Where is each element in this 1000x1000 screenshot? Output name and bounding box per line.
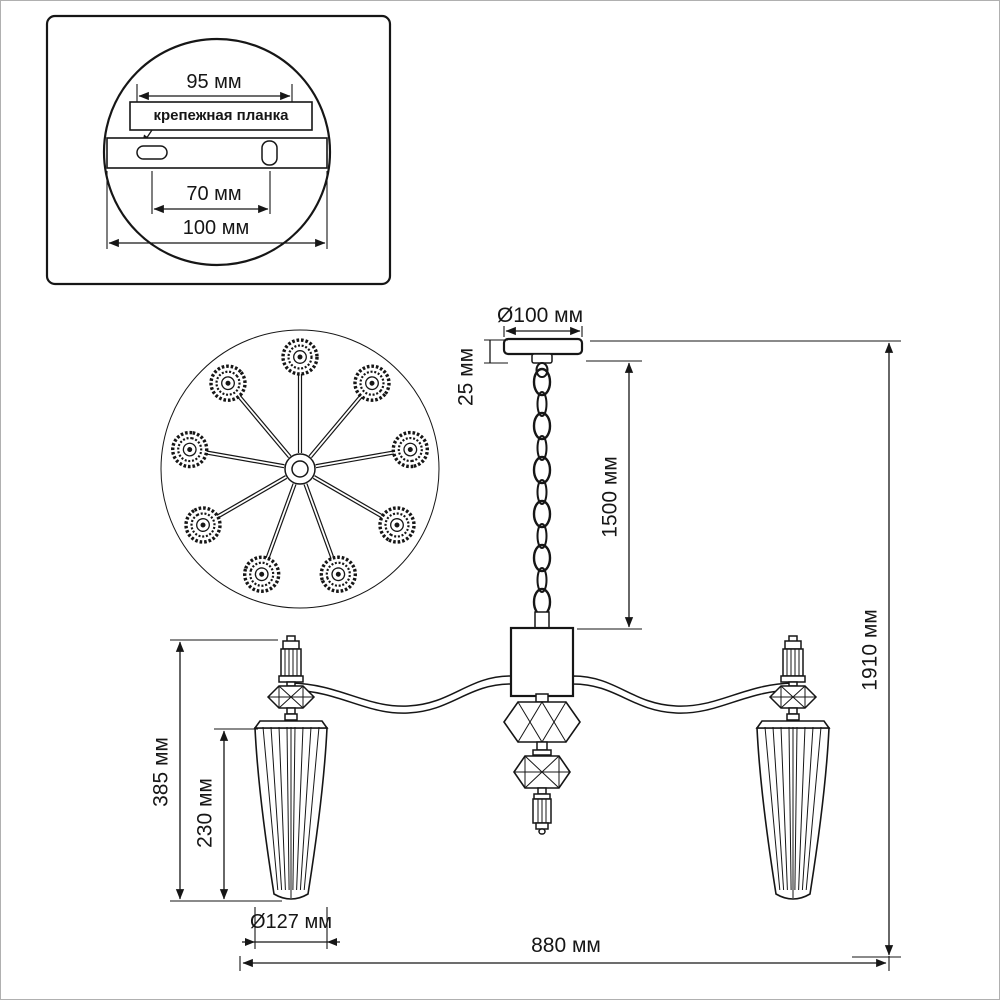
dim-canopy-diameter: Ø100 мм (497, 304, 583, 337)
dim-plate-length: 95 мм (136, 71, 293, 104)
shade-height-label: 230 мм (194, 778, 217, 848)
ceiling-outline-circle (160, 329, 440, 609)
total-height-label: 1910 мм (859, 609, 882, 690)
center-hub-inner (291, 460, 309, 478)
dim-hole-spacing: 70 мм (151, 171, 271, 214)
mounting-plate (106, 137, 328, 169)
total-width-label: 880 мм (531, 934, 601, 957)
dim-canopy-height: 25 мм (455, 339, 508, 406)
dim-total-height: 1910 мм (590, 340, 901, 958)
mounting-plate-detail: 95 мм крепежная планка 70 мм 100 мм (45, 14, 392, 286)
center-ornament (503, 693, 581, 835)
front-view-dimensions: Ø100 мм 25 мм 1500 мм 1910 мм (150, 304, 901, 971)
arm-to-shade-bottom-label: 385 мм (150, 737, 173, 807)
chain-length-label: 1500 мм (599, 456, 622, 537)
hole-spacing-label: 70 мм (186, 183, 241, 205)
plate-label-box: крепежная планка (129, 101, 313, 146)
chain-loop (535, 362, 549, 378)
dim-base-diameter: 100 мм (106, 171, 328, 249)
plate-length-label: 95 мм (186, 71, 241, 93)
canopy (502, 337, 584, 378)
front-view (254, 337, 830, 900)
plate-slot-right (261, 140, 278, 166)
top-view (160, 329, 440, 609)
dim-shade-height: 230 мм (194, 728, 258, 900)
dim-chain-length: 1500 мм (577, 360, 642, 630)
dim-shade-diameter: Ø127 мм (242, 907, 340, 949)
dim-arm-to-shade-bottom: 385 мм (150, 639, 282, 902)
plate-slot-left (136, 145, 168, 160)
canopy-diameter-label: Ø100 мм (497, 304, 583, 327)
dim-total-width: 880 мм (239, 934, 890, 971)
plate-label: крепежная планка (153, 107, 289, 124)
central-body (509, 611, 575, 698)
shade-diameter-label: Ø127 мм (250, 911, 332, 933)
base-diameter-label: 100 мм (183, 217, 249, 239)
canopy-height-label: 25 мм (455, 348, 478, 406)
